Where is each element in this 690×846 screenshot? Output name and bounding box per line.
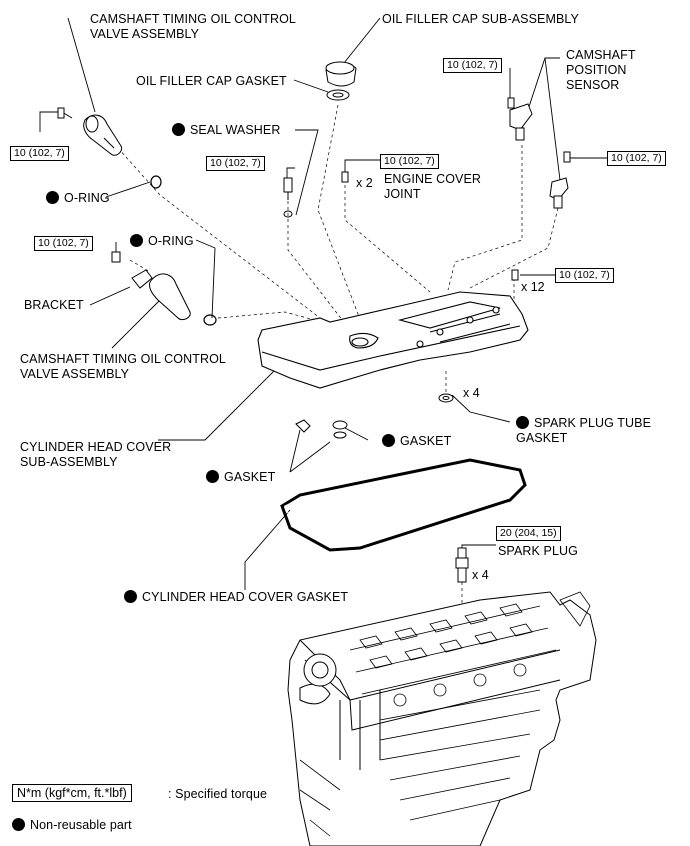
torque-vvt-lower: 10 (102, 7) — [34, 236, 93, 251]
legend-torque-box: N*m (kgf*cm, ft.*lbf) — [12, 784, 132, 802]
label-cyl-head-cover-gasket: CYLINDER HEAD COVER GASKET — [124, 590, 348, 605]
label-gasket-left-text: GASKET — [224, 470, 276, 484]
nonreusable-dot — [382, 434, 395, 447]
label-cam-sensor: CAMSHAFT POSITION SENSOR — [566, 48, 636, 92]
nonreusable-dot — [12, 818, 25, 831]
label-seal-washer: SEAL WASHER — [172, 123, 280, 138]
nonreusable-dot — [172, 123, 185, 136]
nonreusable-dot — [46, 191, 59, 204]
label-o-ring-lower-text: O-RING — [148, 234, 194, 248]
label-spark-plug: SPARK PLUG — [498, 544, 578, 558]
label-vvt-upper: CAMSHAFT TIMING OIL CONTROL VALVE ASSEMB… — [90, 12, 296, 41]
torque-seal-washer: 10 (102, 7) — [206, 156, 265, 171]
label-engine-cover-joint: ENGINE COVER JOINT — [384, 172, 482, 201]
label-gasket-right: GASKET — [382, 434, 451, 449]
qty-cover-bolts: x 12 — [521, 280, 545, 294]
torque-engine-cover-joint: 10 (102, 7) — [380, 154, 439, 169]
label-spark-tube-gasket-text: SPARK PLUG TUBE GASKET — [516, 416, 652, 445]
label-o-ring-upper: O-RING — [46, 191, 110, 206]
qty-spark-tube-gasket: x 4 — [463, 386, 480, 400]
label-o-ring-lower: O-RING — [130, 234, 194, 249]
nonreusable-dot — [130, 234, 143, 247]
label-oil-filler-gasket: OIL FILLER CAP GASKET — [136, 74, 287, 88]
torque-cover-bolts: 10 (102, 7) — [555, 268, 614, 283]
label-o-ring-upper-text: O-RING — [64, 191, 110, 205]
torque-sensor-right: 10 (102, 7) — [607, 151, 666, 166]
label-spark-tube-gasket: SPARK PLUG TUBE GASKET — [516, 416, 651, 446]
legend-torque-text: : Specified torque — [168, 787, 268, 801]
label-gasket-right-text: GASKET — [400, 434, 452, 448]
nonreusable-dot — [124, 590, 137, 603]
qty-spark-plug: x 4 — [472, 568, 489, 582]
vvt-upper-part — [61, 111, 123, 156]
label-vvt-lower: CAMSHAFT TIMING OIL CONTROL VALVE ASSEMB… — [20, 352, 226, 381]
label-cyl-head-cover-gasket-text: CYLINDER HEAD COVER GASKET — [142, 590, 349, 604]
nonreusable-dot — [206, 470, 219, 483]
legend-nonreusable: Non-reusable part — [12, 818, 132, 833]
label-cyl-head-cover: CYLINDER HEAD COVER SUB-ASSEMBLY — [20, 440, 172, 469]
label-seal-washer-text: SEAL WASHER — [190, 123, 281, 137]
torque-vvt-upper: 10 (102, 7) — [10, 146, 69, 161]
cylinder-head-cover — [257, 291, 529, 389]
torque-spark-plug: 20 (204, 15) — [496, 526, 561, 541]
legend-nonreusable-text: Non-reusable part — [30, 818, 132, 832]
nonreusable-dot — [516, 416, 529, 429]
qty-engine-cover-joint: x 2 — [356, 176, 373, 190]
label-oil-filler-cap: OIL FILLER CAP SUB-ASSEMBLY — [382, 12, 579, 26]
label-gasket-left: GASKET — [206, 470, 275, 485]
torque-sensor-top: 10 (102, 7) — [443, 58, 502, 73]
engine-cylinder-head — [287, 591, 597, 846]
label-bracket: BRACKET — [24, 298, 84, 312]
